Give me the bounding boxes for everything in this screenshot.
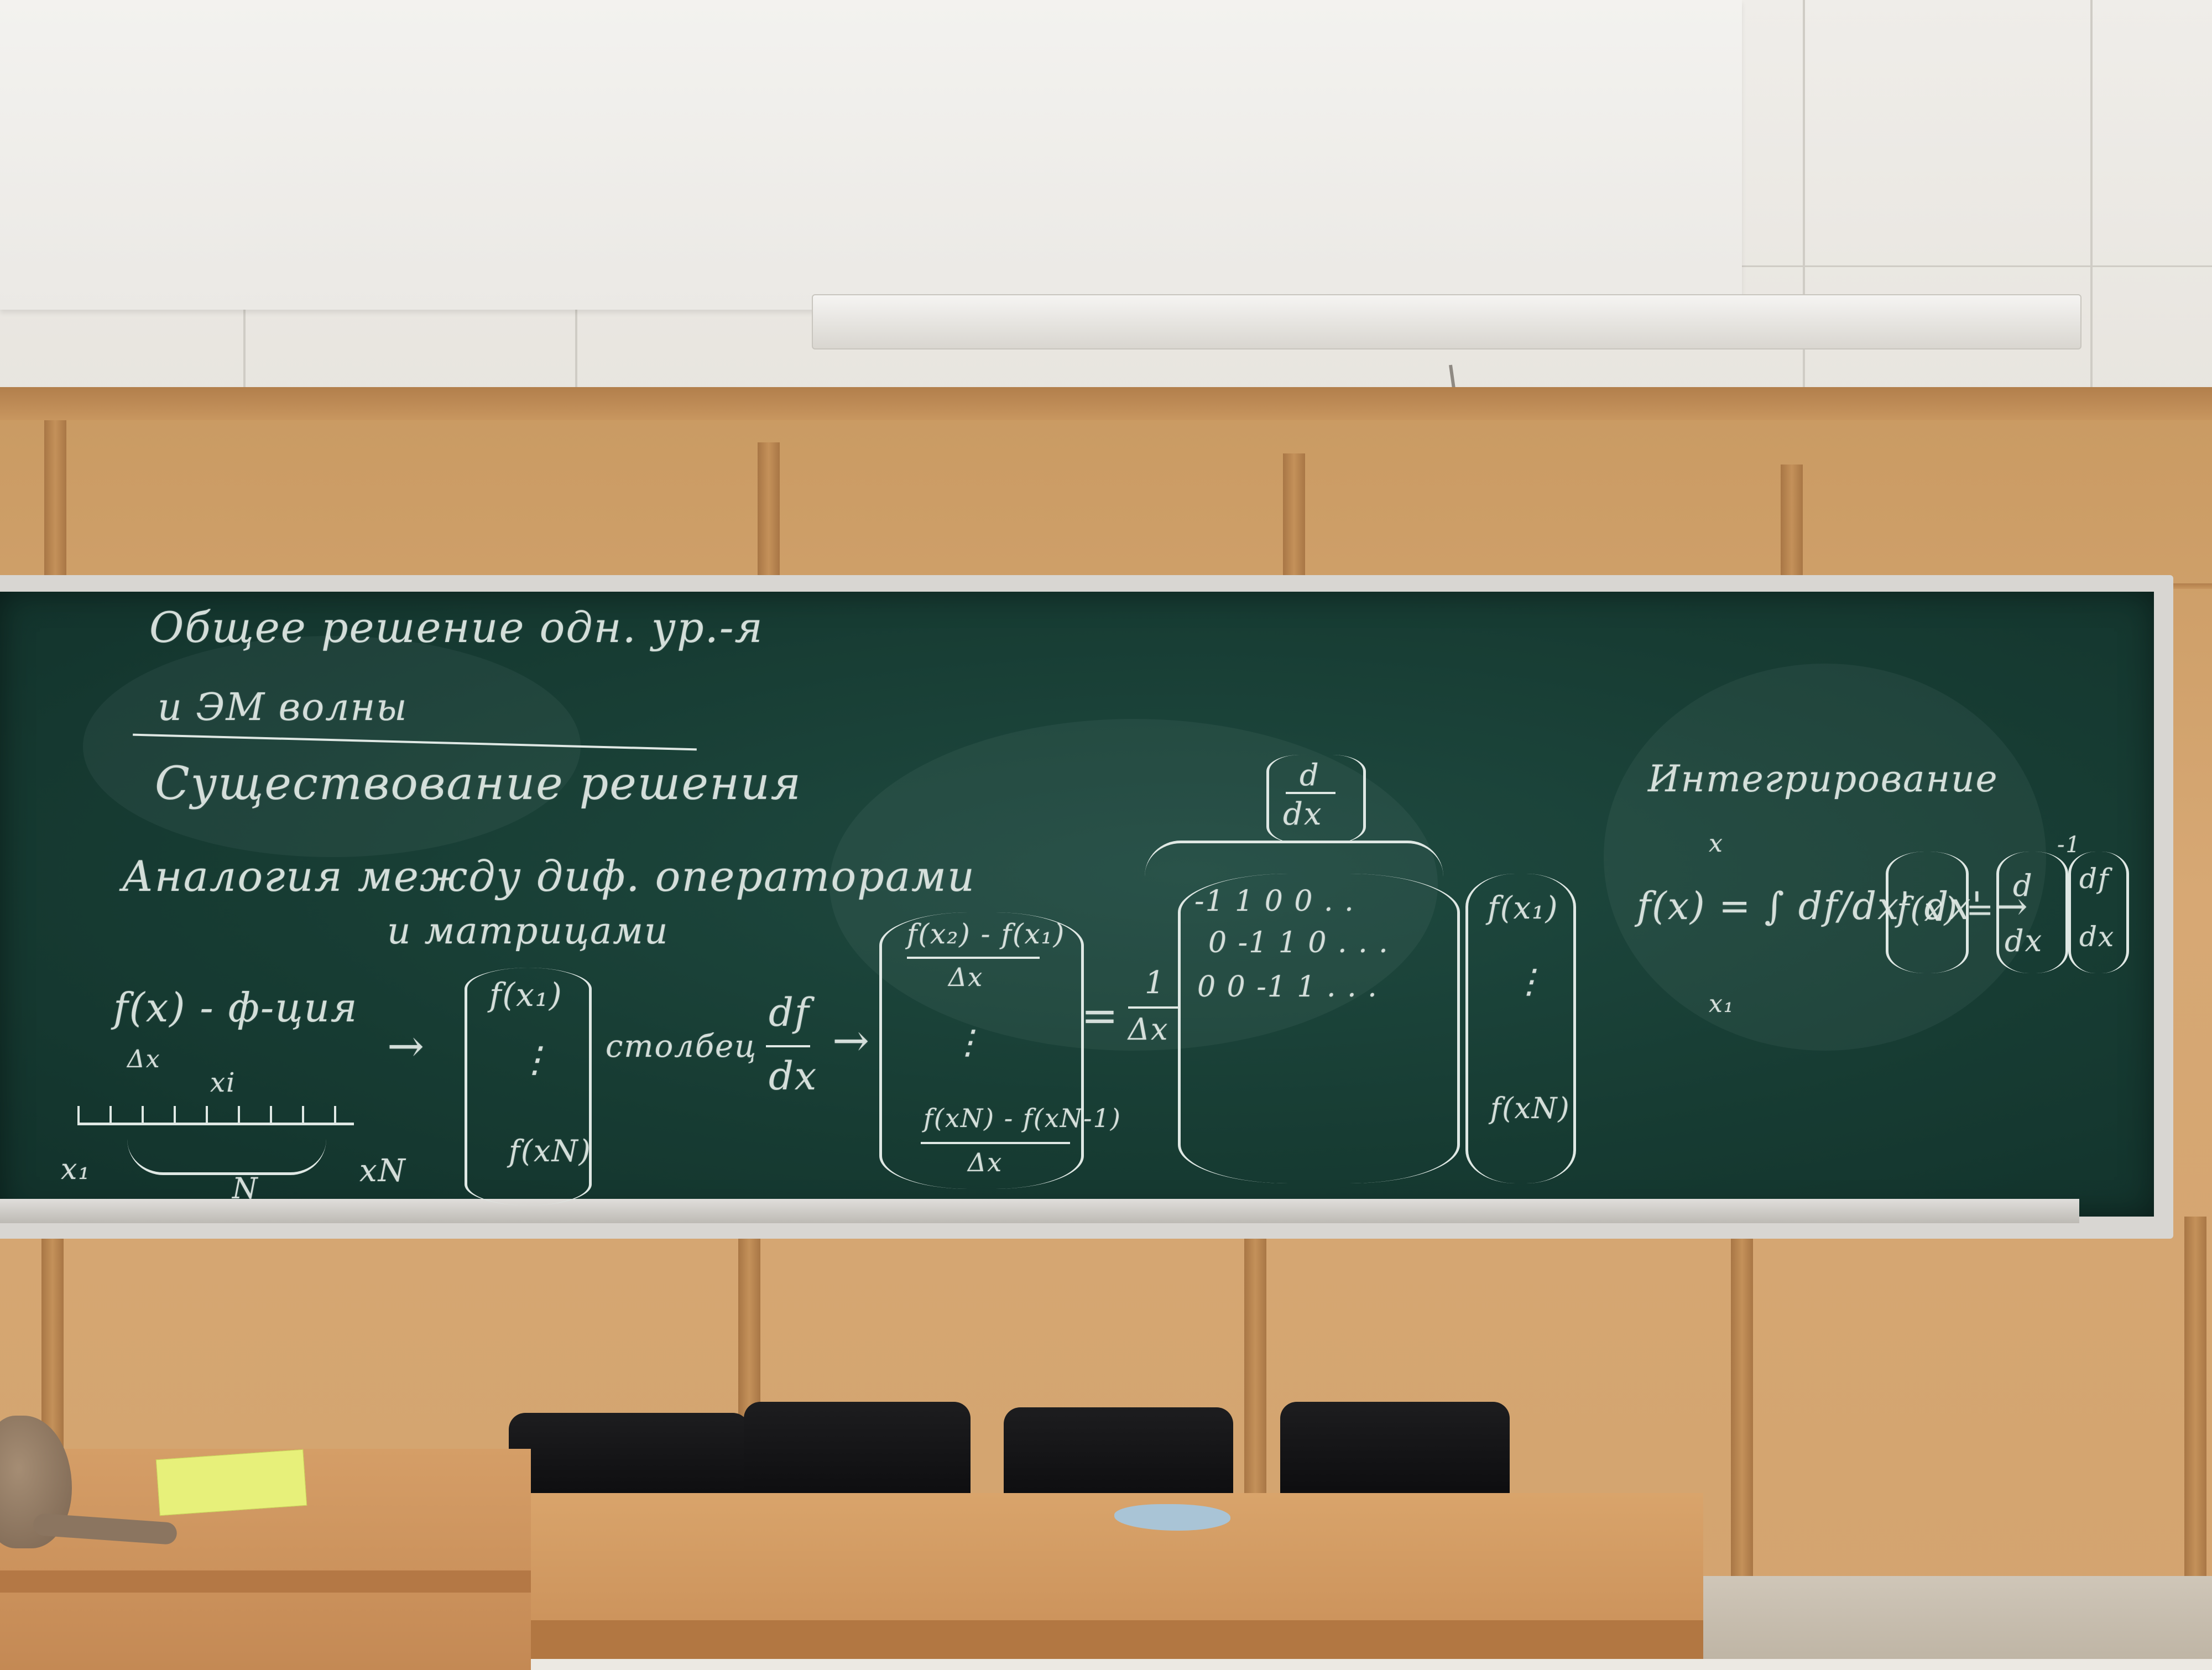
wood-rail-top bbox=[0, 387, 2212, 420]
int-inverse-power: -1 bbox=[2057, 832, 2081, 858]
wood-post bbox=[2184, 1217, 2206, 1576]
one-numerator: 1 bbox=[1145, 965, 1166, 1001]
side-desk-edge bbox=[0, 1570, 531, 1593]
integration-heading: Интегрирование bbox=[1648, 758, 1999, 800]
wood-post bbox=[758, 442, 780, 586]
column-word: столбец bbox=[606, 1029, 758, 1064]
int-dx: dx bbox=[2005, 923, 2043, 958]
lecture-desk-front bbox=[509, 1620, 1703, 1659]
wood-post bbox=[44, 420, 66, 586]
int-df-bracket bbox=[2068, 852, 2129, 973]
int-d: d bbox=[2013, 868, 2033, 903]
board-title-line1: Общее решение одн. ур.-я bbox=[149, 603, 764, 652]
chalk-tray bbox=[0, 1199, 2079, 1223]
operator-bracket bbox=[1266, 755, 1366, 843]
axis-brace bbox=[127, 1139, 326, 1175]
column-top: f(x₁) bbox=[489, 976, 563, 1014]
wall-panel-seam bbox=[2090, 0, 2093, 398]
arrow-to-column: → bbox=[387, 1020, 426, 1072]
axis-x1: x₁ bbox=[61, 1153, 91, 1186]
f-vector-bottom: f(xN) bbox=[1490, 1092, 1571, 1125]
dx-denominator: dx bbox=[769, 1053, 818, 1099]
equals-sign: = bbox=[1081, 990, 1120, 1041]
board-title-line2: и ЭМ волны bbox=[158, 686, 408, 729]
axis-xi: xi bbox=[210, 1067, 236, 1098]
matrix-row-2: 0 -1 1 0 . . . bbox=[1208, 926, 1389, 959]
matrix-row-3: 0 0 -1 1 . . . bbox=[1197, 970, 1378, 1004]
integral-lower-limit: x₁ bbox=[1709, 990, 1735, 1018]
matrix-bracket bbox=[1178, 874, 1460, 1183]
int-dx-2: dx bbox=[2079, 921, 2115, 953]
note-paper bbox=[155, 1449, 307, 1516]
chalk-smudge bbox=[1604, 664, 2046, 1051]
arrow-to-diffs: → bbox=[832, 1015, 871, 1066]
f-vector-dots: ⋮ bbox=[1512, 962, 1547, 1001]
column-bottom: f(xN) bbox=[509, 1134, 592, 1168]
column-bracket bbox=[465, 968, 592, 1205]
df-numerator: df bbox=[769, 990, 810, 1035]
chair bbox=[509, 1413, 749, 1501]
chalk-smudge bbox=[83, 636, 581, 857]
axis-ticks bbox=[77, 1106, 354, 1125]
axis-delta-x: Δx bbox=[127, 1045, 161, 1073]
diff-bracket bbox=[879, 912, 1084, 1189]
wood-post bbox=[1781, 465, 1803, 586]
int-f: f(x) bbox=[1897, 890, 1958, 929]
column-dots: ⋮ bbox=[517, 1040, 554, 1081]
df-fraction-bar bbox=[766, 1045, 810, 1047]
int-equals: = bbox=[1966, 890, 1995, 929]
fx-definition: f(x) - ф-ция bbox=[113, 984, 358, 1031]
chair bbox=[1280, 1402, 1510, 1496]
diff-dots: ⋮ bbox=[951, 1023, 985, 1062]
chair bbox=[1004, 1407, 1233, 1501]
diff-top-denominator: Δx bbox=[948, 962, 984, 992]
heading-analogy-2: и матрицами bbox=[387, 910, 669, 952]
axis-n: N bbox=[232, 1172, 259, 1205]
diff-bottom-numerator: f(xN) - f(xN-1) bbox=[924, 1103, 1121, 1133]
heading-analogy-1: Аналогия между диф. операторами bbox=[122, 852, 975, 901]
board-cloth bbox=[1114, 1504, 1230, 1531]
chair bbox=[744, 1402, 971, 1501]
diff-bottom-denominator: Δx bbox=[968, 1147, 1003, 1177]
wall-panel-seam bbox=[1803, 0, 1805, 398]
one-over-dx-bar bbox=[1128, 1006, 1178, 1009]
int-df: df bbox=[2079, 863, 2110, 895]
diff-top-bar bbox=[907, 957, 1040, 959]
diff-bottom-bar bbox=[921, 1142, 1070, 1144]
wood-post bbox=[1283, 453, 1305, 586]
floor bbox=[1681, 1576, 2212, 1659]
projector-screen bbox=[0, 0, 1742, 310]
wood-post bbox=[1731, 1217, 1753, 1576]
matrix-row-1: -1 1 0 0 . . bbox=[1194, 885, 1355, 918]
diff-top-numerator: f(x₂) - f(x₁) bbox=[907, 918, 1066, 950]
integral-formula: f(x) = ∫ df/dx' dx' → bbox=[1637, 885, 2029, 928]
operator-dx: dx bbox=[1283, 796, 1323, 832]
delta-x-denominator: Δx bbox=[1128, 1012, 1169, 1047]
int-op-bracket bbox=[1996, 852, 2068, 973]
operator-bar bbox=[1286, 792, 1335, 794]
f-vector-bracket bbox=[1465, 874, 1576, 1183]
matrix-brace bbox=[1145, 841, 1443, 876]
int-f-bracket bbox=[1886, 852, 1969, 973]
integral-upper-limit: x bbox=[1709, 829, 1724, 858]
heading-existence: Существование решения bbox=[155, 758, 802, 810]
projector-screen-housing bbox=[812, 294, 2081, 349]
wall-panel-seam bbox=[575, 265, 577, 398]
axis-xn: xN bbox=[359, 1153, 406, 1189]
wood-post bbox=[1244, 1222, 1266, 1499]
f-vector-top: f(x₁) bbox=[1488, 890, 1559, 926]
operator-d: d bbox=[1300, 758, 1320, 792]
wall-panel-seam bbox=[243, 265, 246, 398]
